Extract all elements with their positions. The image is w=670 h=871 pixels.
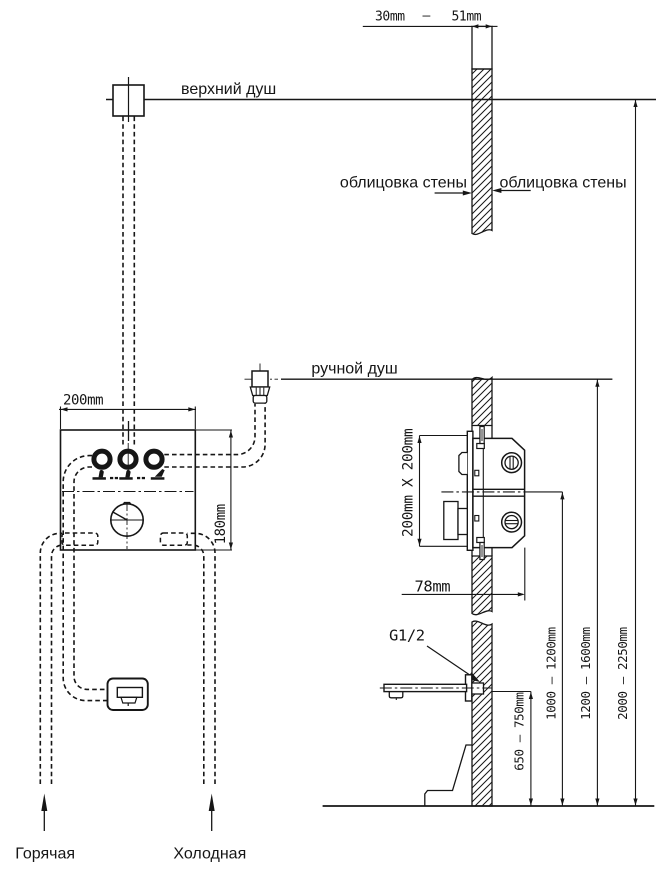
hand-shower-height-label: 1200 — 1600mm: [578, 627, 593, 720]
arrow-left-icon: [472, 24, 479, 29]
valve-lower: [500, 511, 523, 533]
cladding-right-arrow-icon: [492, 188, 502, 193]
hand-shower-label: ручной душ: [311, 361, 397, 378]
cold-supply-arrow: [208, 793, 215, 831]
hot-supply-arrow: [41, 793, 48, 831]
separator-dash-icon: [114, 476, 118, 480]
arrow-right-icon: [485, 24, 492, 29]
outlet-rings: [91, 448, 165, 470]
rough-in-label: 200mm X 200mm: [401, 428, 417, 537]
overhead-icon: [125, 469, 131, 478]
hot-supply-pipe-inner: [50, 544, 64, 784]
wall-segment-above-mixer: [471, 375, 493, 427]
wall-thickness-max-label: 51mm: [452, 10, 482, 25]
outlet-ring-overhead: [117, 448, 139, 470]
wall-thickness-min-label: 30mm: [375, 10, 405, 25]
mounting-slots: [61, 532, 189, 546]
spout-height-label: 650 — 750mm: [512, 692, 527, 770]
spout-side-view: [379, 674, 492, 702]
up-arrow-icon: [208, 793, 215, 811]
spout-icon: [98, 469, 104, 478]
box-depth-label: 78mm: [415, 578, 451, 596]
height-dimensions: [492, 99, 638, 806]
flange-plate: [466, 430, 474, 551]
overhead-icon: [119, 477, 133, 480]
slot-left: [61, 532, 99, 546]
box-width-label: 200mm: [63, 393, 103, 409]
cladding-left-arrow-icon: [462, 190, 472, 196]
wall-thickness-dimension: [362, 24, 498, 29]
mounting-clip-top: [476, 425, 485, 450]
overhead-shower-outlet: [112, 77, 145, 122]
wall-segment-below-mixer: [471, 555, 493, 616]
hand-shower-pipe-inner: [164, 403, 256, 456]
hand-shower-outlet: [244, 363, 278, 404]
separator-dash-icon: [110, 476, 114, 480]
valve-upper: [500, 452, 523, 474]
spout-outlet-front: [106, 677, 149, 711]
back-connection-lower: [443, 500, 468, 541]
cladding-left-label: облицовка стены: [340, 175, 467, 192]
handshower-icon: [154, 469, 165, 477]
wall-segment-top: [471, 68, 493, 236]
wall-segment-bottom: [471, 620, 493, 807]
separator-dash-icon: [137, 476, 141, 480]
box-height-dimension: [196, 429, 233, 551]
mixer-side-view: [441, 425, 563, 561]
mixer-front-view: [39, 116, 266, 784]
pipes-dashed: [39, 116, 266, 784]
separator-dash-icon: [141, 476, 145, 480]
outlet-icons: [92, 469, 165, 480]
wall-section: [471, 25, 493, 807]
spout-pipe-inner: [73, 466, 107, 691]
overhead-height-label: 2000 — 2250mm: [615, 627, 630, 720]
plinth-profile: [424, 744, 472, 806]
thread-label: G1/2: [389, 627, 425, 645]
slot-right: [159, 532, 189, 546]
spout-pipe-outer: [62, 454, 107, 702]
spout-aerator: [388, 691, 404, 699]
cold-supply-pipe-outer: [187, 532, 216, 784]
mounting-clip-bottom: [476, 536, 485, 561]
hand-shower-pipe-outer: [164, 403, 266, 468]
cold-supply-label: Холодная: [173, 846, 246, 863]
box-depth-dimension: [401, 547, 526, 601]
box-height-label: 180mm: [213, 504, 229, 544]
outlet-ring-handshower: [143, 448, 165, 470]
hot-supply-pipe-outer: [39, 532, 62, 784]
cold-supply-pipe-inner: [187, 544, 205, 784]
spout-icon: [92, 477, 106, 480]
cladding-right-label: облицовка стены: [500, 175, 627, 192]
hot-supply-label: Горячая: [15, 846, 75, 863]
handshower-icon: [150, 477, 165, 480]
rough-in-dimension: [417, 434, 468, 547]
box-width-dimension: [59, 406, 196, 429]
mixer-height-label: 1000 — 1200mm: [544, 627, 559, 720]
back-connection-upper: [458, 451, 468, 476]
wall-thickness-sep-label: —: [423, 9, 431, 24]
cladding-pointers: [434, 188, 531, 196]
outlet-ring-spout: [91, 448, 113, 470]
mixer-dial: [110, 501, 145, 549]
wall-top-unhatched: [471, 25, 493, 70]
up-arrow-icon: [41, 793, 48, 811]
overhead-shower-label: верхний душ: [181, 81, 276, 98]
